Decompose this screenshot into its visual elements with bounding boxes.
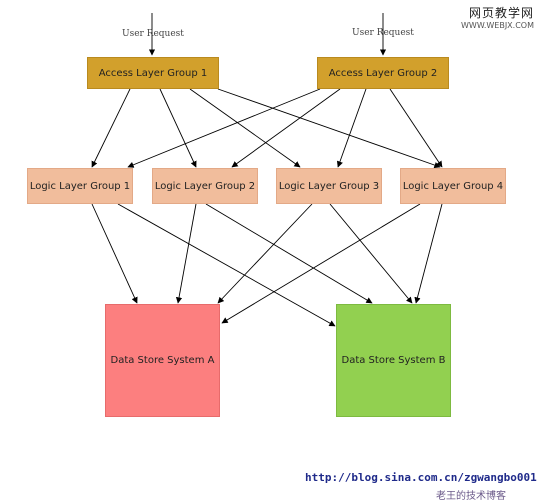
access-2-to-logic-2-arrow (231, 88, 341, 168)
logic-2-to-store-a-arrow (175, 203, 197, 304)
logic-layer-group-2: Logic Layer Group 2 (152, 168, 258, 204)
logic-1-to-store-a-arrow (91, 203, 138, 304)
logic-3-to-store-a-arrow (217, 203, 313, 304)
logic-4-to-store-b-arrow (414, 203, 443, 304)
access-2-to-logic-4-arrow (389, 88, 443, 168)
access-layer-group-2: Access Layer Group 2 (317, 57, 449, 89)
access-2-to-logic-3-arrow (336, 88, 367, 168)
logic-3-to-store-b-arrow (329, 203, 413, 304)
connector-edges (91, 13, 443, 327)
logic-layer-group-1: Logic Layer Group 1 (27, 168, 133, 204)
access-layer-group-1: Access Layer Group 1 (87, 57, 219, 89)
user-request-label-2: User Request (352, 28, 414, 38)
data-store-system-a: Data Store System A (105, 304, 220, 417)
access-1-to-logic-2-arrow (159, 88, 197, 168)
user-request-label-1: User Request (122, 29, 184, 39)
access-2-to-logic-1-arrow (127, 88, 321, 168)
site-watermark-url: WWW.WEBJX.COM (461, 21, 534, 30)
logic-4-to-store-a-arrow (221, 203, 421, 324)
site-watermark: 网页教学网 WWW.WEBJX.COM (461, 4, 534, 30)
logic-layer-group-3: Logic Layer Group 3 (276, 168, 382, 204)
logic-layer-group-4: Logic Layer Group 4 (400, 168, 506, 204)
logic-1-to-store-b-arrow (117, 203, 336, 327)
logic-2-to-store-b-arrow (205, 203, 373, 304)
site-watermark-name: 网页教学网 (468, 6, 534, 20)
access-1-to-logic-1-arrow (91, 88, 131, 168)
access-1-to-logic-3-arrow (189, 88, 301, 168)
data-store-system-b: Data Store System B (336, 304, 451, 417)
blog-url-watermark: http://blog.sina.com.cn/zgwangbo001 (305, 471, 537, 484)
blog-name-watermark: 老王的技术博客 (436, 491, 506, 502)
access-1-to-logic-4-arrow (217, 88, 441, 169)
